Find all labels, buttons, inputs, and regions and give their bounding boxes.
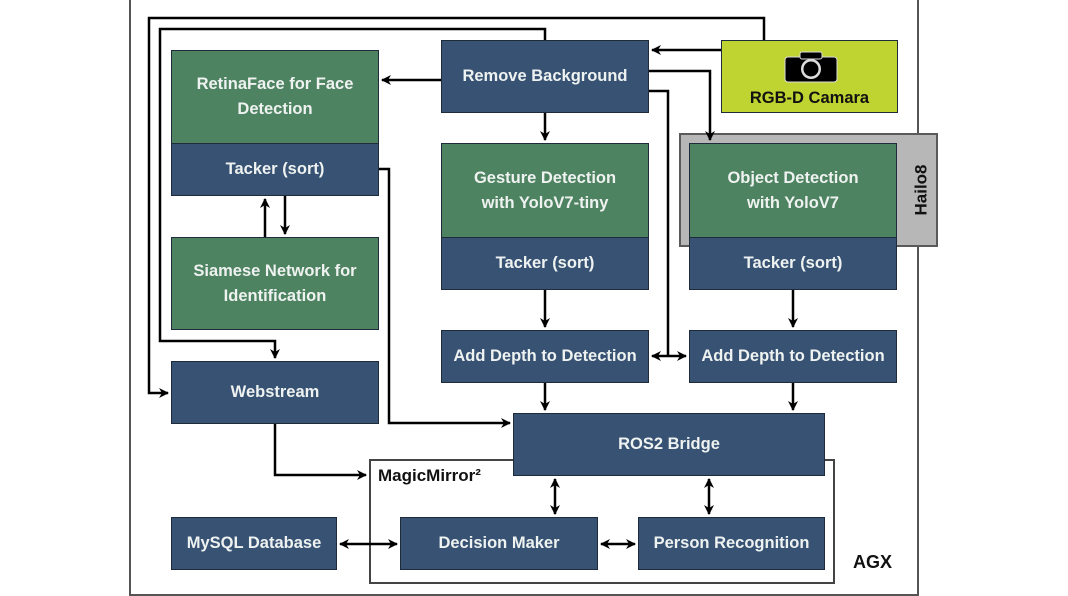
gesture-detection-node: Gesture Detection with YoloV7-tiny — [441, 143, 649, 238]
wire-webstream-to-magicmirror — [273, 424, 367, 480]
siamese-network-node: Siamese Network for Identification — [171, 237, 379, 330]
object-depth-node: Add Depth to Detection — [689, 330, 897, 383]
wire-camera-to-webstream — [147, 16, 766, 398]
gesture-tracker-node: Tacker (sort) — [441, 237, 649, 290]
architecture-diagram: AGX Hailo8 MagicMirror² RGB-D Camara Rem… — [129, 0, 938, 596]
object-tracker-node: Tacker (sort) — [689, 237, 897, 290]
rgbd-camera-node: RGB-D Camara — [721, 40, 898, 113]
camera-label: RGB-D Camara — [749, 89, 870, 107]
face-tracker-node: Tacker (sort) — [171, 143, 379, 196]
remove-background-node: Remove Background — [441, 40, 649, 113]
connection-wires — [147, 16, 798, 549]
webstream-node: Webstream — [171, 361, 379, 424]
object-detection-node: Object Detection with YoloV7 — [689, 143, 897, 238]
mysql-database-node: MySQL Database — [171, 517, 337, 570]
camera-icon — [784, 51, 838, 83]
person-recognition-node: Person Recognition — [638, 517, 825, 570]
gesture-depth-node: Add Depth to Detection — [441, 330, 649, 383]
wire-remove-bg-to-webstream — [158, 27, 547, 359]
wire-face-tracker-to-ros2 — [379, 167, 511, 428]
ros2-bridge-node: ROS2 Bridge — [513, 413, 825, 476]
magicmirror-label: MagicMirror² — [378, 466, 481, 485]
wire-remove-bg-to-depth — [649, 89, 670, 356]
retinaface-node: RetinaFace for Face Detection — [171, 50, 379, 144]
wire-remove-bg-to-object — [649, 69, 715, 141]
agx-label: AGX — [853, 552, 893, 572]
decision-maker-node: Decision Maker — [400, 517, 598, 570]
